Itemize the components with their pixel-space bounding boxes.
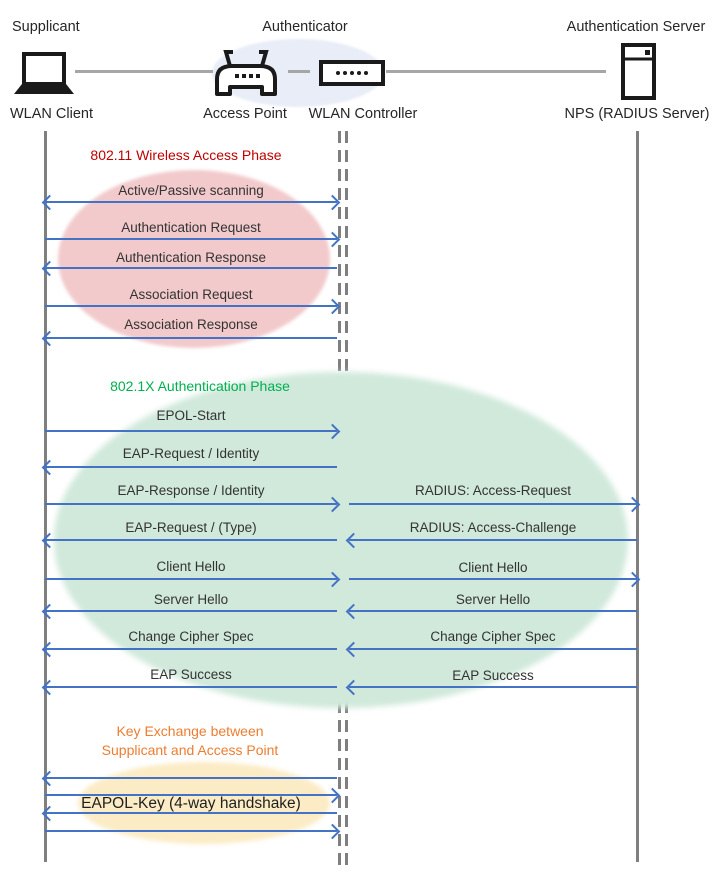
arrow-eapol-key-3 <box>41 805 337 822</box>
msg-change-cipher-spec-left: Change Cipher Spec <box>128 629 254 644</box>
msg-authentication-request: Authentication Request <box>121 220 261 235</box>
arrow-change-cipher-spec-right <box>345 641 637 658</box>
msg-epol-start: EPOL-Start <box>156 408 226 423</box>
node-label-nps-radius-server: NPS (RADIUS Server) <box>564 106 710 122</box>
msg-eapol-key-handshake: EAPOL-Key (4-way handshake) <box>81 795 301 812</box>
arrow-eap-response-identity <box>45 496 341 513</box>
wireless-router-icon <box>210 48 282 96</box>
arrow-eap-request-type <box>41 532 337 549</box>
arrow-active-passive-scanning <box>41 194 341 211</box>
node-label-access-point: Access Point <box>203 106 287 122</box>
msg-eap-request-type: EAP-Request / (Type) <box>125 520 257 535</box>
phase2-title: 802.1X Authentication Phase <box>110 378 290 394</box>
msg-association-response: Association Response <box>124 317 258 332</box>
arrow-server-hello-right <box>345 603 637 620</box>
arrow-eap-request-identity <box>41 459 337 476</box>
arrow-eapol-key-2 <box>45 787 341 804</box>
arrow-radius-access-challenge <box>345 532 637 549</box>
laptop-icon <box>10 50 76 96</box>
msg-client-hello-left: Client Hello <box>156 559 226 574</box>
msg-server-hello-right: Server Hello <box>455 592 531 607</box>
arrow-client-hello-right <box>349 571 641 588</box>
msg-authentication-response: Authentication Response <box>115 250 267 265</box>
role-label-supplicant: Supplicant <box>12 19 80 35</box>
role-label-authentication-server: Authentication Server <box>566 19 706 35</box>
phase3-title-line1: Key Exchange between <box>116 723 264 739</box>
arrow-association-request <box>45 298 341 315</box>
msg-active-passive-scanning: Active/Passive scanning <box>118 183 264 198</box>
msg-eap-request-identity: EAP-Request / Identity <box>122 446 260 461</box>
msg-eap-success-right: EAP Success <box>452 668 534 683</box>
lifeline-wlan-client <box>44 131 47 862</box>
connector-line-client-ap <box>75 70 213 73</box>
node-label-wlan-controller: WLAN Controller <box>308 106 418 122</box>
arrow-client-hello-left <box>45 571 341 588</box>
msg-client-hello-right: Client Hello <box>458 560 528 575</box>
phase3-title-line2: Supplicant and Access Point <box>101 742 279 758</box>
phase1-ellipse <box>58 170 330 348</box>
controller-box-icon <box>319 60 385 86</box>
arrow-change-cipher-spec-left <box>41 641 337 658</box>
arrow-authentication-request <box>45 231 341 248</box>
arrow-eap-success-left <box>41 679 337 696</box>
node-label-wlan-client: WLAN Client <box>10 106 93 122</box>
arrow-epol-start <box>45 423 341 440</box>
msg-change-cipher-spec-right: Change Cipher Spec <box>430 629 556 644</box>
arrow-server-hello-left <box>41 603 337 620</box>
server-tower-icon <box>620 43 657 100</box>
connector-line-controller-server <box>386 70 606 73</box>
msg-server-hello-left: Server Hello <box>153 592 229 607</box>
lifeline-radius-server <box>636 131 639 862</box>
msg-radius-access-challenge: RADIUS: Access-Challenge <box>409 520 577 535</box>
arrow-eap-success-right <box>345 679 637 696</box>
msg-radius-access-request: RADIUS: Access-Request <box>414 483 572 498</box>
arrow-eapol-key-1 <box>41 770 337 787</box>
arrow-eapol-key-4 <box>45 823 341 840</box>
role-label-authenticator: Authenticator <box>262 19 348 35</box>
msg-eap-success-left: EAP Success <box>150 667 232 682</box>
connector-dash-ap-controller <box>288 70 310 73</box>
arrow-authentication-response <box>41 260 337 277</box>
arrow-association-response <box>41 330 337 347</box>
msg-eap-response-identity: EAP-Response / Identity <box>117 483 265 498</box>
arrow-radius-access-request <box>349 496 641 513</box>
msg-association-request: Association Request <box>129 287 253 302</box>
phase1-title: 802.11 Wireless Access Phase <box>90 147 282 163</box>
